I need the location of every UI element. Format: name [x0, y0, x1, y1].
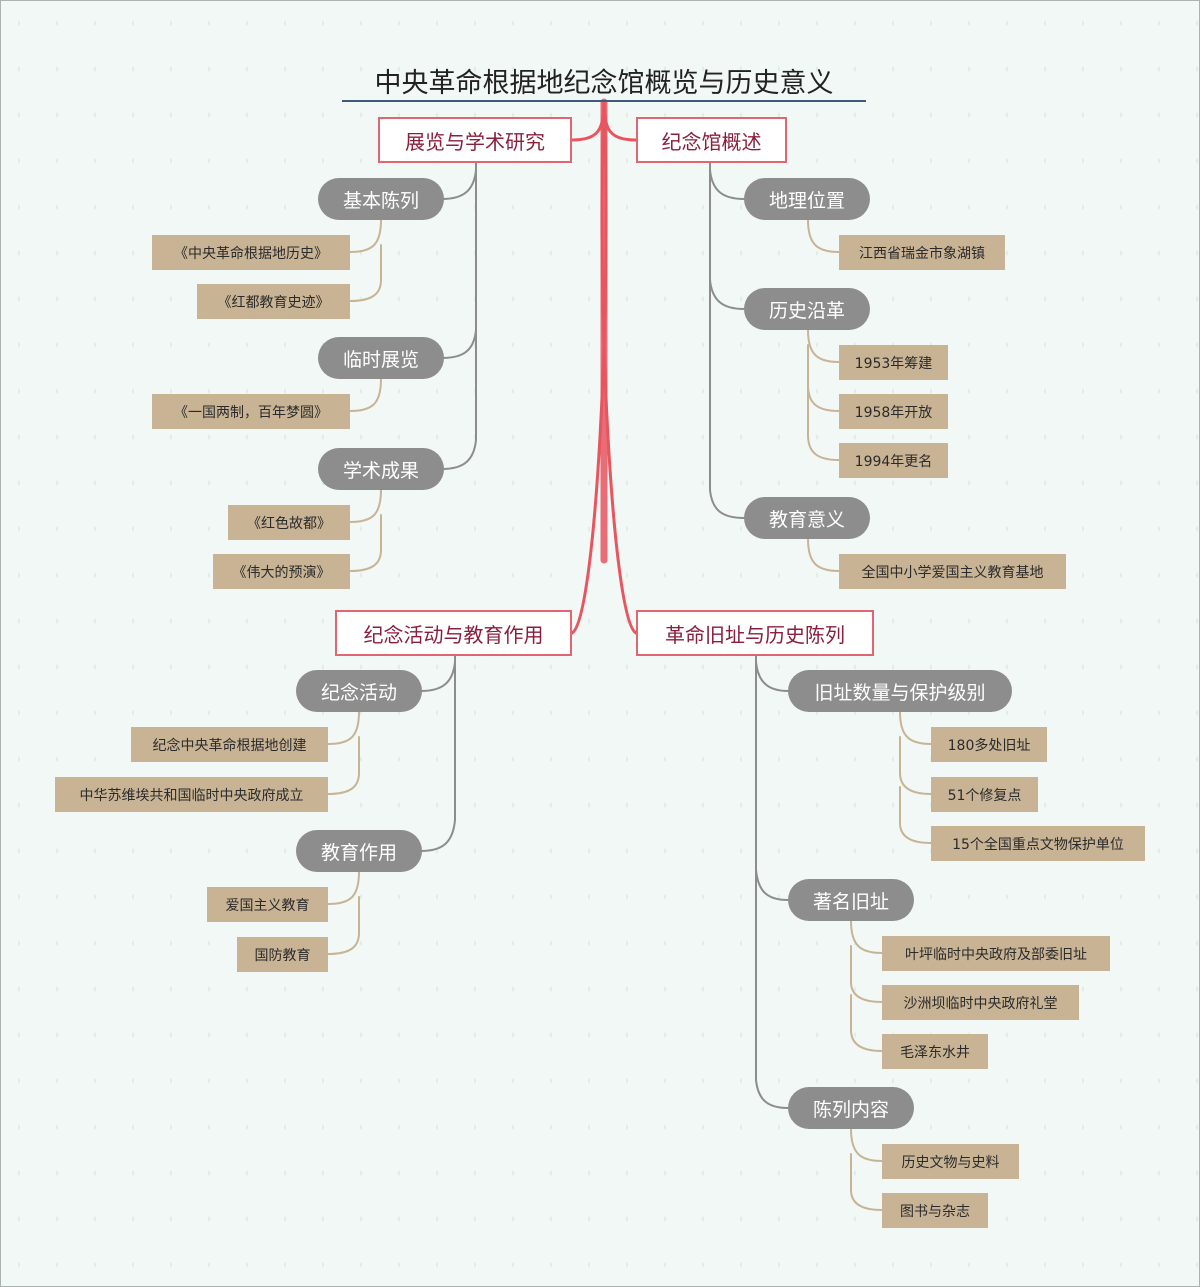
leaf-academic-results-2[interactable]: 《伟大的预演》 — [213, 554, 350, 589]
topic-site-count[interactable]: 旧址数量与保护级别 — [788, 670, 1012, 712]
topic-history[interactable]: 历史沿革 — [744, 288, 870, 330]
leaf-memorial-activities-2[interactable]: 中华苏维埃共和国临时中央政府成立 — [55, 777, 328, 812]
topic-academic-results[interactable]: 学术成果 — [318, 448, 444, 490]
topic-education-meaning[interactable]: 教育意义 — [744, 497, 870, 539]
topic-educational-role[interactable]: 教育作用 — [296, 830, 422, 872]
leaf-site-count-2[interactable]: 51个修复点 — [931, 777, 1038, 812]
branch-activities[interactable]: 纪念活动与教育作用 — [335, 610, 572, 656]
topic-famous-sites[interactable]: 著名旧址 — [788, 879, 914, 921]
mindmap-title: 中央革命根据地纪念馆概览与历史意义 — [342, 60, 866, 102]
leaf-basic-display-1[interactable]: 《中央革命根据地历史》 — [152, 235, 350, 270]
leaf-educational-role-1[interactable]: 爱国主义教育 — [207, 887, 328, 922]
topic-basic-display[interactable]: 基本陈列 — [318, 178, 444, 220]
leaf-display-content-1[interactable]: 历史文物与史料 — [882, 1144, 1019, 1179]
leaf-educational-role-2[interactable]: 国防教育 — [237, 937, 328, 972]
leaf-famous-sites-1[interactable]: 叶坪临时中央政府及部委旧址 — [882, 936, 1110, 971]
leaf-education-meaning-1[interactable]: 全国中小学爱国主义教育基地 — [839, 554, 1066, 589]
leaf-display-content-2[interactable]: 图书与杂志 — [882, 1193, 988, 1228]
leaf-temporary-exhibition-1[interactable]: 《一国两制，百年梦圆》 — [152, 394, 350, 429]
branch-exhibition[interactable]: 展览与学术研究 — [378, 117, 572, 163]
leaf-memorial-activities-1[interactable]: 纪念中央革命根据地创建 — [131, 727, 328, 762]
topic-temporary-exhibition[interactable]: 临时展览 — [318, 337, 444, 379]
leaf-famous-sites-3[interactable]: 毛泽东水井 — [882, 1034, 988, 1069]
leaf-history-2[interactable]: 1958年开放 — [839, 394, 948, 429]
topic-location[interactable]: 地理位置 — [744, 178, 870, 220]
branch-overview[interactable]: 纪念馆概述 — [636, 117, 787, 163]
trunk-to-exhibition — [570, 100, 606, 142]
leaf-location-1[interactable]: 江西省瑞金市象湖镇 — [839, 235, 1005, 270]
topic-display-content[interactable]: 陈列内容 — [788, 1087, 914, 1129]
leaf-history-1[interactable]: 1953年筹建 — [839, 345, 948, 380]
branch-sites[interactable]: 革命旧址与历史陈列 — [636, 610, 874, 656]
leaf-famous-sites-2[interactable]: 沙洲坝临时中央政府礼堂 — [882, 985, 1079, 1020]
leaf-site-count-3[interactable]: 15个全国重点文物保护单位 — [931, 826, 1145, 861]
leaf-academic-results-1[interactable]: 《红色故都》 — [228, 505, 350, 540]
topic-memorial-activities[interactable]: 纪念活动 — [296, 670, 422, 712]
leaf-site-count-1[interactable]: 180多处旧址 — [931, 727, 1047, 762]
leaf-basic-display-2[interactable]: 《红都教育史迹》 — [197, 284, 350, 319]
leaf-history-3[interactable]: 1994年更名 — [839, 443, 948, 478]
trunk-to-overview — [602, 100, 638, 142]
